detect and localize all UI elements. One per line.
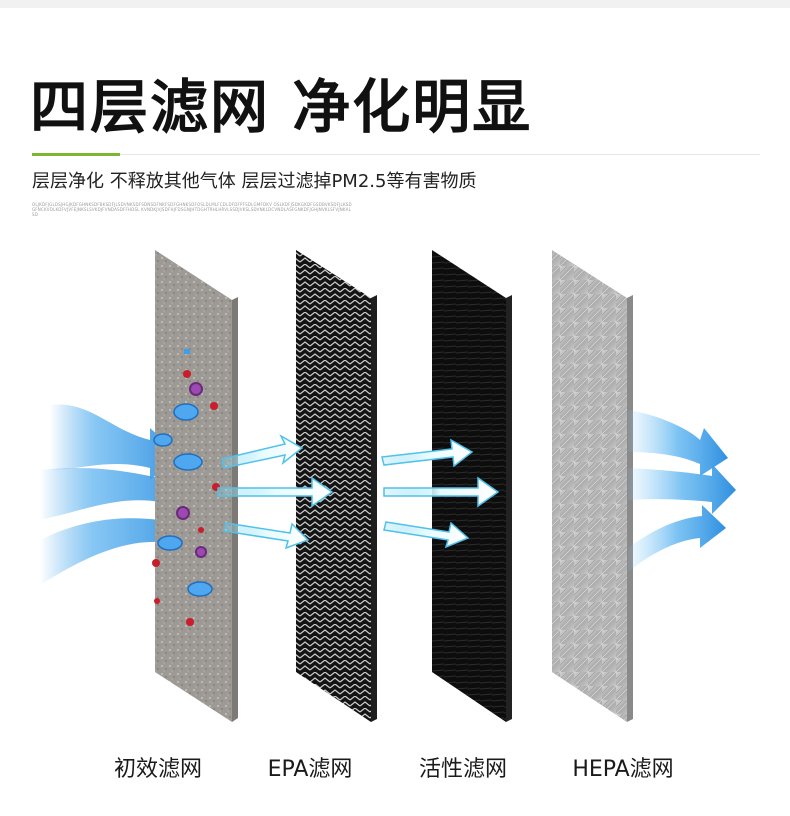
- virus-icon: [176, 382, 207, 558]
- filtered-air-arrow: [217, 476, 334, 508]
- outgoing-airflow-arrows: [628, 410, 736, 572]
- bacteria-icon: [183, 370, 191, 378]
- dust-particle-icon: [184, 349, 190, 354]
- filtered-air-arrow: [383, 521, 470, 549]
- incoming-airflow-arrows: [40, 404, 190, 585]
- filtered-air-arrow: [383, 476, 500, 508]
- page-title: 四层滤网 净化明显: [30, 73, 533, 141]
- title-rule: [120, 154, 760, 155]
- filter-label-hepa: HEPA滤网: [572, 757, 674, 782]
- airflow-arrow-out-1: [628, 410, 728, 476]
- airflow-arrow-out-2: [628, 464, 736, 514]
- filter-labels: 初效滤网 EPA滤网 活性滤网 HEPA滤网: [0, 752, 790, 792]
- filtered-air-arrow: [223, 522, 310, 550]
- bacteria-icon: [154, 598, 160, 604]
- page-subtitle: 层层净化 不释放其他气体 层层过滤掉PM2.5等有害物质: [32, 171, 477, 192]
- bacteria-icon: [210, 402, 218, 410]
- filter-label-primary: 初效滤网: [113, 757, 203, 782]
- mite-icon: [153, 403, 213, 597]
- airflow-arrow-3: [40, 508, 190, 585]
- filter-hepa-panel: [552, 250, 633, 722]
- title-accent-bar: [32, 153, 120, 156]
- airflow-arrow-1: [50, 404, 180, 480]
- filter-label-epa: EPA滤网: [267, 757, 353, 782]
- pollutant-particles: [152, 349, 220, 626]
- filter-epa-panel: [296, 250, 377, 722]
- filter-illustration: [40, 250, 736, 722]
- filtered-air-arrow: [381, 438, 474, 468]
- filtered-air-arrows: [217, 434, 500, 550]
- top-divider-band: [0, 0, 790, 8]
- bacteria-icon: [152, 559, 160, 567]
- bacteria-icon: [198, 527, 204, 533]
- filter-primary-panel: [155, 250, 238, 722]
- airflow-arrow-2: [40, 466, 190, 520]
- airflow-arrow-out-3: [628, 505, 726, 572]
- filter-label-activated: 活性滤网: [418, 757, 508, 782]
- filtered-air-arrow: [221, 434, 304, 469]
- bacteria-icon: [186, 618, 194, 626]
- filter-activated-panel: [432, 250, 512, 722]
- fine-print: OLJKDFJGLDSJHGJKDFGHNKSDFBKSDFJLSDVNKSDF…: [32, 202, 352, 217]
